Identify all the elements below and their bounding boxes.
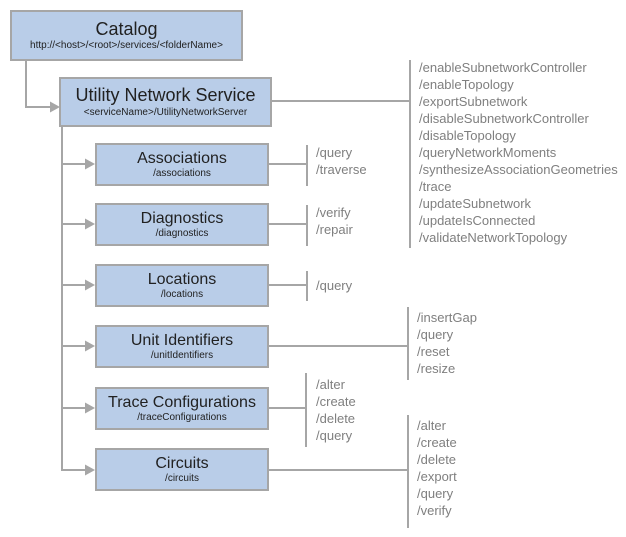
- locations-operations-list: /query: [316, 277, 352, 294]
- operation-label: /trace: [419, 179, 452, 194]
- operation-label: /queryNetworkMoments: [419, 145, 557, 160]
- unit-identifiers-operations-list: /insertGap /query /reset /resize: [417, 309, 477, 377]
- operation-label: /disableTopology: [419, 128, 516, 143]
- operation-label: /query: [417, 486, 454, 501]
- node-subtitle: /locations: [160, 289, 204, 301]
- arrowhead-icon: [85, 158, 95, 170]
- operation-label: /create: [316, 394, 356, 409]
- operation-label: /alter: [316, 377, 345, 392]
- operation-label: /delete: [316, 411, 356, 426]
- arrowhead-icon: [85, 218, 95, 230]
- node-catalog: Catalog http://<host>/<root>/services/<f…: [10, 10, 243, 61]
- operation-label: /alter: [417, 418, 446, 433]
- node-subtitle: /traceConfigurations: [137, 412, 227, 424]
- arrowhead-icon: [85, 340, 95, 352]
- operation-label: /delete: [417, 452, 457, 467]
- operation-label: /enableTopology: [419, 77, 514, 92]
- operation-label: /query: [316, 145, 353, 160]
- operation-label: /create: [417, 435, 457, 450]
- node-circuits: Circuits /circuits: [95, 448, 269, 491]
- operation-label: /synthesizeAssociationGeometries: [419, 162, 618, 177]
- node-diagnostics: Diagnostics /diagnostics: [95, 203, 269, 246]
- operation-label: /verify: [316, 205, 351, 220]
- operation-label: /query: [417, 327, 454, 342]
- node-subtitle: http://<host>/<root>/services/<folderNam…: [30, 40, 223, 52]
- node-trace-configurations: Trace Configurations /traceConfiguration…: [95, 387, 269, 430]
- node-associations: Associations /associations: [95, 143, 269, 186]
- operation-label: /query: [316, 428, 353, 443]
- service-operations-list: /enableSubnetworkController /enableTopol…: [419, 59, 618, 246]
- operation-label: /export: [417, 469, 457, 484]
- operation-label: /enableSubnetworkController: [419, 60, 587, 75]
- associations-operations-list: /query /traverse: [316, 144, 367, 178]
- arrowhead-icon: [85, 402, 95, 414]
- operation-label: /updateSubnetwork: [419, 196, 532, 211]
- operation-label: /updateIsConnected: [419, 213, 536, 228]
- node-title: Catalog: [95, 18, 158, 39]
- node-title: Trace Configurations: [108, 393, 256, 411]
- operation-label: /disableSubnetworkController: [419, 111, 589, 126]
- operation-label: /query: [316, 278, 353, 293]
- operation-label: /exportSubnetwork: [419, 94, 528, 109]
- diagnostics-operations-list: /verify /repair: [316, 204, 353, 238]
- operation-label: /repair: [316, 222, 353, 237]
- node-subtitle: /associations: [153, 168, 211, 180]
- node-title: Utility Network Service: [75, 85, 256, 106]
- node-title: Diagnostics: [140, 209, 224, 227]
- arrowhead-icon: [85, 279, 95, 291]
- operation-label: /verify: [417, 503, 452, 518]
- circuits-operations-list: /alter /create /delete /export /query /v…: [417, 417, 457, 519]
- operation-label: /resize: [417, 361, 456, 376]
- operation-label: /insertGap: [417, 310, 477, 325]
- trace-configurations-operations-list: /alter /create /delete /query: [316, 376, 356, 444]
- node-unit-identifiers: Unit Identifiers /unitIdentifiers: [95, 325, 269, 368]
- node-title: Unit Identifiers: [130, 331, 234, 349]
- node-utility-network-service: Utility Network Service <serviceName>/Ut…: [59, 77, 272, 127]
- node-title: Associations: [137, 149, 227, 167]
- node-locations: Locations /locations: [95, 264, 269, 307]
- node-subtitle: <serviceName>/UtilityNetworkServer: [83, 106, 248, 118]
- operation-label: /validateNetworkTopology: [419, 230, 568, 245]
- operation-label: /traverse: [316, 162, 367, 177]
- node-title: Circuits: [155, 454, 209, 472]
- node-subtitle: /circuits: [165, 473, 199, 485]
- node-subtitle: /unitIdentifiers: [150, 350, 214, 362]
- node-title: Locations: [147, 270, 217, 288]
- operation-label: /reset: [417, 344, 450, 359]
- arrowhead-icon: [85, 464, 95, 476]
- node-subtitle: /diagnostics: [155, 228, 209, 240]
